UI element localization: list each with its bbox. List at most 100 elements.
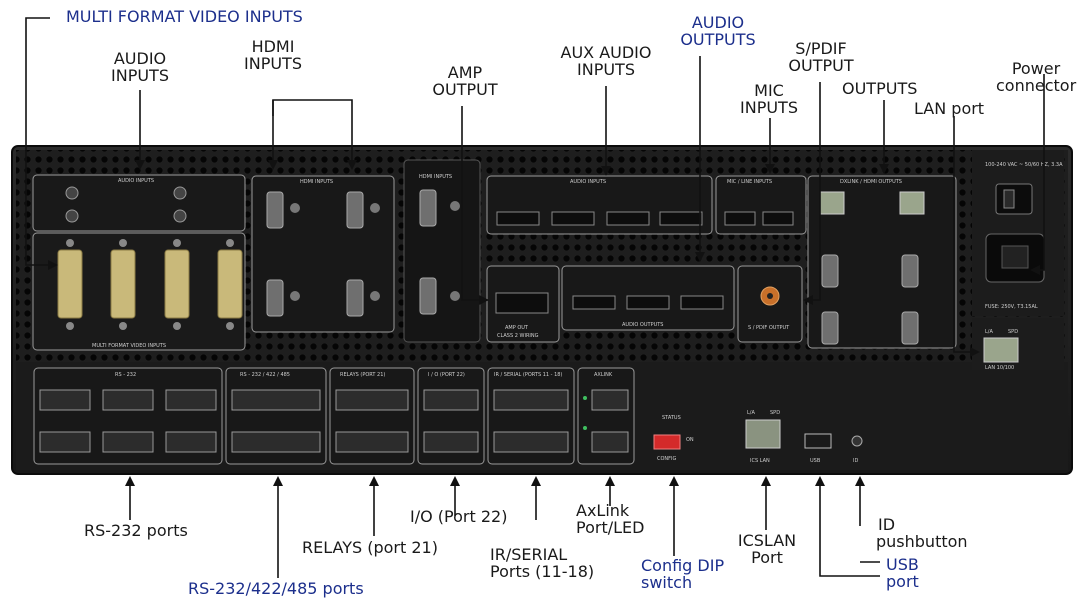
- spdif-panel-text: S / PDIF OUTPUT: [748, 325, 790, 331]
- label-audio-outputs-line1: AUDIO: [691, 13, 745, 32]
- label-mic-inputs-line1: MIC: [754, 81, 784, 100]
- label-multi-format-video-inputs: MULTI FORMAT VIDEO INPUTS: [66, 7, 303, 26]
- label-power-line2: connector: [996, 76, 1077, 95]
- id-panel-text: ID: [853, 458, 858, 464]
- label-usb-line1: USB: [886, 555, 919, 574]
- label-rs232-ports: RS-232 ports: [84, 521, 188, 540]
- rs232-422-485-panel: RS - 232 / 422 / 485: [225, 367, 327, 465]
- label-outputs: OUTPUTS: [842, 79, 918, 98]
- label-icslan-line1: ICSLAN: [737, 531, 797, 550]
- label-id-line2: pushbutton: [876, 532, 968, 551]
- lan-port-panel: L/A SPD LAN 10/100: [972, 318, 1064, 371]
- label-id-line1: ID: [878, 515, 896, 534]
- label-icslan-line2: Port: [751, 548, 783, 567]
- amp-out-panel: AMP OUT CLASS 2 WIRING: [486, 265, 560, 343]
- io-panel-text: I / O (PORT 22): [428, 372, 465, 378]
- class2-wiring-text: CLASS 2 WIRING: [497, 333, 539, 339]
- label-rs232-422-485-ports: RS-232/422/485 ports: [188, 579, 364, 598]
- aux-audio-inputs-panel: AUDIO INPUTS: [486, 175, 713, 235]
- id-area: ID: [851, 435, 863, 464]
- label-ir-serial-line1: IR/SERIAL: [490, 545, 568, 564]
- label-config-line2: switch: [641, 573, 693, 592]
- multi-format-video-inputs-panel: MULTI FORMAT VIDEO INPUTS: [32, 232, 246, 351]
- aux-audio-panel-text: AUDIO INPUTS: [570, 179, 606, 185]
- label-axlink-line2: Port/LED: [576, 518, 645, 537]
- spdif-output-panel: S / PDIF OUTPUT: [737, 265, 803, 343]
- fuse-text: FUSE: 250V, T3.15AL: [985, 304, 1038, 310]
- relays-panel: RELAYS (PORT 21): [329, 367, 415, 465]
- ics-lan-text: ICS LAN: [750, 458, 770, 464]
- ics-la-text: L/A: [747, 410, 755, 416]
- rs232-panel-text: RS - 232: [115, 372, 136, 378]
- label-aux-audio-line2: INPUTS: [577, 60, 635, 79]
- power-panel: 100-240 VAC ~ 50/60 HZ, 3.3A FUSE: 250V,…: [972, 150, 1064, 316]
- label-io-port: I/O (Port 22): [410, 507, 508, 526]
- hdmi-inputs-panel-text: HDMI INPUTS: [300, 179, 333, 185]
- label-amp-output-line1: AMP: [447, 63, 483, 82]
- mic-line-panel-text: MIC / LINE INPUTS: [727, 179, 772, 185]
- status-text: STATUS: [662, 415, 681, 421]
- label-audio-inputs-line2: INPUTS: [111, 66, 169, 85]
- audio-inputs-panel-text: AUDIO INPUTS: [118, 178, 154, 184]
- label-hdmi-inputs-line2: INPUTS: [244, 54, 302, 73]
- label-spdif-line2: OUTPUT: [788, 56, 854, 75]
- rs232-panel: RS - 232: [33, 367, 223, 465]
- dxlink-outputs-panel: DXLINK / HDMI OUTPUTS: [807, 175, 957, 349]
- power-rating-text: 100-240 VAC ~ 50/60 HZ, 3.3A: [985, 162, 1063, 168]
- multi-format-panel-text: MULTI FORMAT VIDEO INPUTS: [92, 343, 166, 349]
- hdmi-inputs-2-panel-text: HDMI INPUTS: [419, 174, 452, 180]
- label-audio-inputs-line1: AUDIO: [113, 49, 167, 68]
- audio-outputs-panel-text: AUDIO OUTPUTS: [622, 322, 663, 328]
- lan-100-text: LAN 10/100: [985, 365, 1014, 371]
- status-config-area: STATUS ON CONFIG: [653, 415, 694, 462]
- label-config-line1: Config DIP: [641, 556, 725, 575]
- axlink-panel: AXLINK: [577, 367, 635, 465]
- ir-serial-panel: IR / SERIAL (PORTS 11 - 18): [487, 367, 575, 465]
- label-hdmi-inputs-line1: HDMI: [251, 37, 295, 56]
- hdmi-inputs-panel: HDMI INPUTS: [251, 175, 395, 333]
- label-relays: RELAYS (port 21): [302, 538, 438, 557]
- config-text: CONFIG: [657, 456, 677, 462]
- ics-spd-text: SPD: [770, 410, 780, 416]
- label-spdif-line1: S/PDIF: [795, 39, 847, 58]
- rs232-422-485-panel-text: RS - 232 / 422 / 485: [240, 372, 290, 378]
- label-power-line1: Power: [1011, 59, 1061, 78]
- axlink-panel-text: AXLINK: [594, 372, 613, 378]
- arrowheads: [48, 160, 1040, 486]
- label-mic-inputs-line2: INPUTS: [740, 98, 798, 117]
- label-axlink-line1: AxLink: [576, 501, 630, 520]
- label-aux-audio-line1: AUX AUDIO: [560, 43, 652, 62]
- io-panel: I / O (PORT 22): [417, 367, 485, 465]
- label-audio-outputs-line2: OUTPUTS: [680, 30, 756, 49]
- on-text: ON: [686, 437, 694, 443]
- label-lan-port: LAN port: [914, 99, 985, 118]
- relays-panel-text: RELAYS (PORT 21): [340, 372, 385, 378]
- lan-spd-text: SPD: [1008, 329, 1018, 335]
- lan-la-text: L/A: [985, 329, 993, 335]
- usb-panel-text: USB: [810, 458, 821, 464]
- mic-line-inputs-panel: MIC / LINE INPUTS: [715, 175, 807, 235]
- label-amp-output-line2: OUTPUT: [432, 80, 498, 99]
- ics-lan-area: L/A SPD ICS LAN: [745, 410, 781, 464]
- hdmi-inputs-panel-2: HDMI INPUTS: [403, 159, 481, 343]
- label-ir-serial-line2: Ports (11-18): [490, 562, 595, 581]
- dxlink-panel-text: DXLINK / HDMI OUTPUTS: [840, 179, 902, 185]
- audio-inputs-panel: AUDIO INPUTS: [32, 174, 246, 232]
- ir-serial-panel-text: IR / SERIAL (PORTS 11 - 18): [494, 372, 562, 378]
- amp-out-panel-text: AMP OUT: [505, 325, 529, 331]
